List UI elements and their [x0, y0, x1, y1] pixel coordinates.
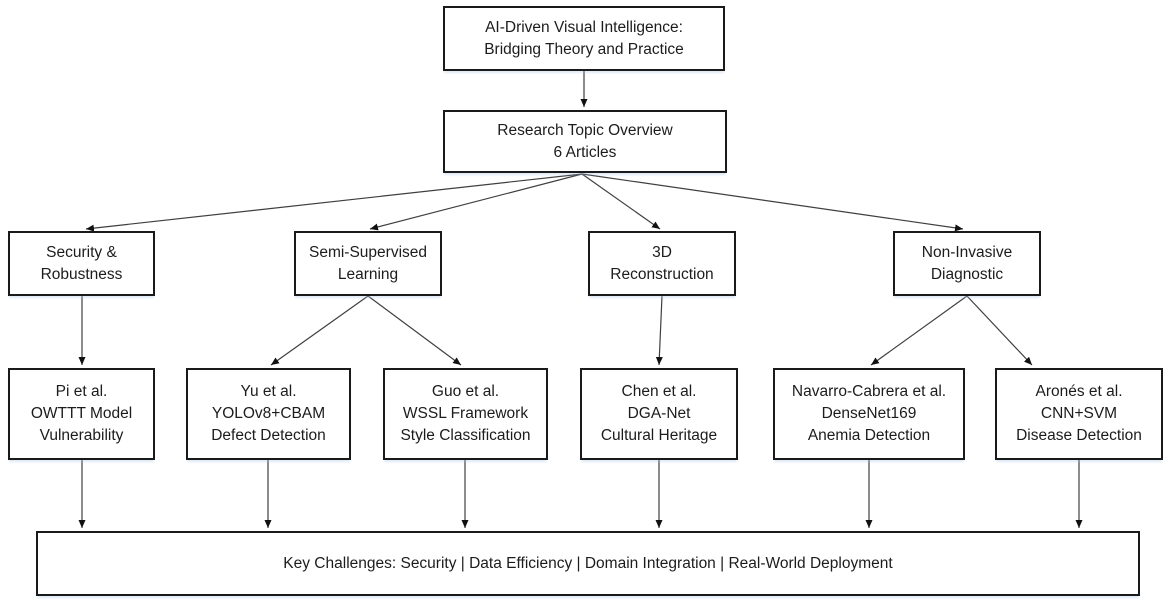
article-node-pi: Pi et al. OWTTT Model Vulnerability	[8, 368, 155, 460]
arrow-semi-to-yu	[270, 295, 369, 366]
category-node-security-robustness: Security & Robustness	[8, 231, 155, 296]
node-text-line: CNN+SVM	[1040, 405, 1118, 422]
node-text-line: Learning	[337, 265, 399, 283]
node-text-line: Chen et al.	[621, 383, 697, 400]
node-text-line: Yu et al.	[240, 383, 297, 400]
node-text-line: Defect Detection	[211, 427, 326, 444]
overview-node: Research Topic Overview 6 Articles	[443, 110, 727, 173]
article-node-guo: Guo et al. WSSL Framework Style Classifi…	[383, 368, 548, 460]
node-text-line: Pi et al.	[55, 383, 108, 400]
key-challenges-bar: Key Challenges: Security | Data Efficien…	[36, 531, 1140, 596]
node-text-line: AI-Driven Visual Intelligence:	[485, 18, 683, 36]
article-node-chen: Chen et al. DGA-Net Cultural Heritage	[580, 368, 738, 460]
arrow-3d-to-chen	[655, 295, 663, 366]
node-text-line: Robustness	[40, 265, 123, 283]
arrow-overview-to-3d	[581, 173, 661, 230]
category-node-non-invasive-diagnostic: Non-Invasive Diagnostic	[893, 231, 1041, 296]
node-text-line: Non-Invasive	[921, 243, 1013, 261]
root-node-title: AI-Driven Visual Intelligence: Bridging …	[443, 6, 725, 71]
node-text-line: Style Classification	[400, 427, 531, 444]
node-text-line: Disease Detection	[1016, 427, 1142, 444]
arrow-noninv-to-navarro	[870, 295, 968, 366]
node-text-line: 3D	[652, 243, 672, 261]
category-node-semi-supervised-learning: Semi-Supervised Learning	[294, 231, 442, 296]
node-text-line: Bridging Theory and Practice	[484, 40, 684, 58]
node-text-line: Security &	[46, 243, 117, 261]
node-text-line: Semi-Supervised	[308, 243, 428, 261]
key-challenges-text: Key Challenges: Security | Data Efficien…	[283, 554, 893, 572]
node-text-line: DenseNet169	[821, 405, 917, 422]
node-text-line: WSSL Framework	[402, 405, 529, 422]
arrow-overview-to-semi	[369, 173, 583, 231]
node-text-line: DGA-Net	[627, 405, 691, 422]
node-text-line: Aronés et al.	[1035, 383, 1123, 400]
node-text-line: Diagnostic	[930, 265, 1004, 283]
node-text-line: Research Topic Overview	[497, 121, 673, 139]
arrow-overview-to-noninv	[581, 173, 964, 232]
arrow-noninv-to-arones	[966, 295, 1033, 366]
article-node-yu: Yu et al. YOLOv8+CBAM Defect Detection	[186, 368, 351, 460]
node-text-line: Navarro-Cabrera et al.	[791, 383, 947, 400]
node-text-line: YOLOv8+CBAM	[211, 405, 326, 422]
article-node-arones: Aronés et al. CNN+SVM Disease Detection	[995, 368, 1163, 460]
arrow-overview-to-security	[85, 173, 583, 232]
node-text-line: 6 Articles	[553, 143, 617, 161]
arrow-semi-to-guo	[367, 295, 462, 366]
node-text-line: Anemia Detection	[807, 427, 931, 444]
article-node-navarro-cabrera: Navarro-Cabrera et al. DenseNet169 Anemi…	[773, 368, 965, 460]
node-text-line: OWTTT Model	[30, 405, 133, 422]
node-text-line: Vulnerability	[39, 427, 124, 444]
node-text-line: Reconstruction	[610, 265, 714, 283]
node-text-line: Guo et al.	[431, 383, 500, 400]
category-node-3d-reconstruction: 3D Reconstruction	[588, 231, 736, 296]
node-text-line: Cultural Heritage	[600, 427, 718, 444]
